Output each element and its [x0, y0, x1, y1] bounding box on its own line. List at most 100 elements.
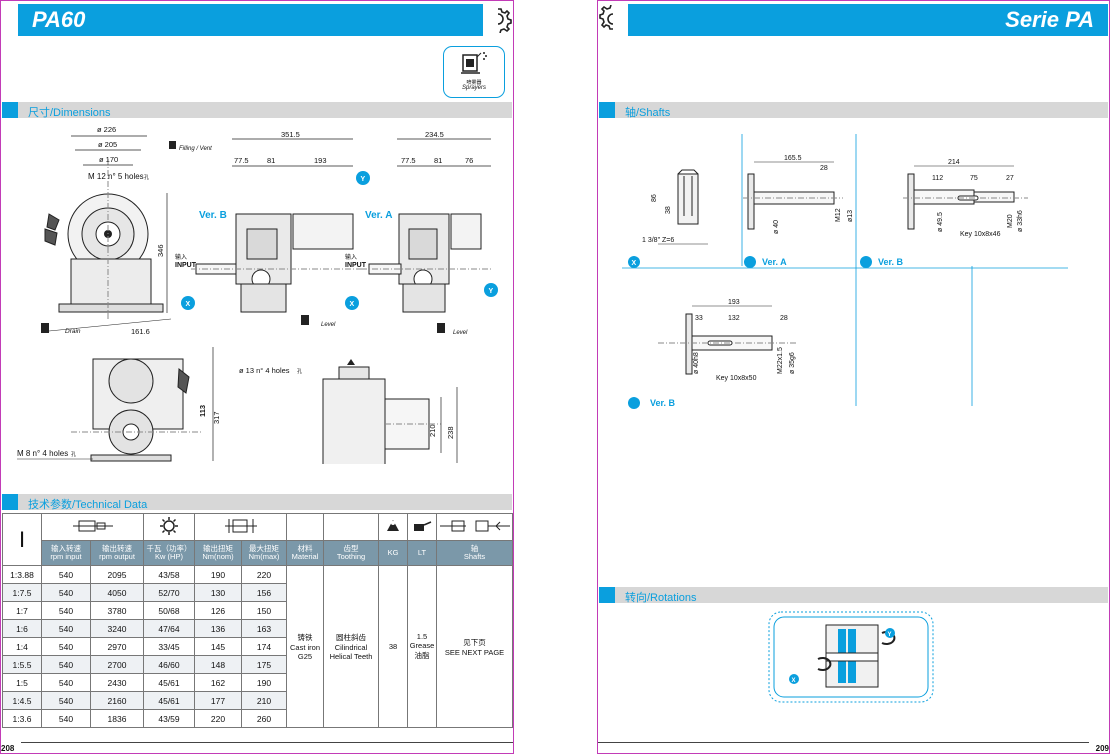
shaft-a-label: Ver. A — [762, 257, 787, 267]
x-marker-2-label: X — [350, 301, 355, 308]
section-technical-data: 技术参数/Technical Data — [2, 494, 512, 511]
ratio-cell: 1:7 — [2, 601, 42, 620]
shaft-x-drawing — [677, 169, 699, 225]
shaft-x-label: X — [632, 260, 637, 267]
technical-data-table: I — [2, 513, 513, 728]
value-cell: 45/61 — [143, 673, 195, 692]
rot-x-label: X — [792, 678, 796, 684]
section-dimensions: 尺寸/Dimensions — [2, 102, 512, 119]
sprayers-label: Sprayers — [461, 85, 486, 91]
dim-d317: 317 — [212, 411, 221, 424]
value-cell: 46/60 — [143, 655, 195, 674]
ratio-cell: 1:4.5 — [2, 691, 42, 710]
toothing-cell-text: 圆柱斜齿 — [336, 633, 366, 642]
col-ratio-header: I — [2, 513, 42, 566]
section-shafts-title: 轴/Shafts — [625, 107, 671, 119]
header-kg: KG — [378, 540, 408, 566]
label-filling: Filling / Vent — [179, 146, 212, 152]
dim-m8-holes-cn: 孔 — [71, 451, 76, 458]
title-bar-notch — [2, 4, 18, 36]
shaft-b2-key: Key 10x8x50 — [716, 375, 757, 382]
shaft-b2-d28: 28 — [780, 315, 788, 322]
value-cell: 156 — [241, 583, 287, 602]
shaft-ver-b2-drawing — [658, 313, 798, 375]
shaft-speed-icon — [41, 513, 144, 541]
input-label-2: INPUT — [345, 262, 367, 269]
oil-can-icon — [407, 513, 437, 541]
weight-cell: 38 — [378, 565, 408, 728]
header-power: 千瓦（功率）Kw (HP) — [143, 540, 195, 566]
shaft-b1-d27: 27 — [1006, 175, 1014, 182]
value-cell: 540 — [41, 691, 91, 710]
section-marker — [2, 102, 18, 118]
toothing-cell-text: Helical Teeth — [329, 652, 373, 661]
left-page: PA60 喷雾器 Sprayers 尺寸/Dimensions — [0, 0, 514, 754]
shaft-b1-d495: ø 49.5 — [937, 212, 944, 232]
shaft-x-spline: 1 3/8" Z=6 — [642, 237, 674, 244]
value-cell: 540 — [41, 583, 91, 602]
value-cell: 4050 — [90, 583, 144, 602]
gear-icon — [599, 5, 614, 30]
label-level-1: Level — [321, 322, 336, 328]
shaft-b1-d112: 112 — [932, 175, 943, 182]
table-icon-row: I — [2, 513, 513, 566]
label-ver-b: Ver. B — [199, 210, 227, 221]
shafts-cell-text: 见下页 — [463, 637, 486, 647]
input-label-cn-2: 输入 — [345, 253, 357, 261]
value-cell: 540 — [41, 673, 91, 692]
label-drain: Drain — [65, 328, 81, 335]
y-marker-1 — [356, 171, 370, 185]
value-cell: 33/45 — [143, 637, 195, 656]
gear-icon — [497, 8, 512, 33]
shaft-b2-label: Ver. B — [650, 398, 676, 408]
value-cell: 2430 — [90, 673, 144, 692]
shaft-b1-key: Key 10x8x46 — [960, 231, 1001, 238]
y-marker-1-label: Y — [361, 176, 366, 183]
ratio-cell: 1:7.5 — [2, 583, 42, 602]
value-cell: 145 — [194, 637, 242, 656]
shaft-a-d40: ø 40 — [773, 220, 780, 234]
value-cell: 162 — [194, 673, 242, 692]
value-cell: 148 — [194, 655, 242, 674]
section-marker — [599, 102, 615, 118]
value-cell: 190 — [194, 565, 242, 584]
input-label-cn-1: 输入 — [175, 253, 187, 261]
dim-d193: 193 — [314, 156, 327, 165]
level-icon-1 — [301, 315, 309, 325]
lubricant-cell-text: 1.5 — [416, 632, 428, 641]
value-cell: 540 — [41, 709, 91, 728]
ratio-cell: 1:3.6 — [2, 709, 42, 728]
value-cell: 540 — [41, 565, 91, 584]
value-cell: 177 — [194, 691, 242, 710]
ratio-cell: 1:6 — [2, 619, 42, 638]
shaft-b2-d35: ø 35g6 — [789, 352, 796, 374]
dimensions-drawing: ø 226 ø 205 ø 170 M 12 n° 5 holes 孔 346 … — [17, 125, 498, 464]
section-rotations-title: 转向/Rotations — [625, 592, 697, 604]
value-cell: 130 — [194, 583, 242, 602]
drain-icon — [41, 323, 49, 333]
label-ver-a: Ver. A — [365, 210, 392, 221]
shaft-b2-d33: 33 — [695, 315, 703, 322]
value-cell: 190 — [241, 673, 287, 692]
weight-icon — [378, 513, 408, 541]
shaft-a-d28: 28 — [820, 165, 828, 172]
title-bar: PA60 — [2, 4, 483, 36]
shaft-b1-d75: 75 — [970, 175, 978, 182]
dim-d113: 113 — [198, 405, 207, 417]
dim-d210: 210 — [428, 424, 437, 437]
dim-d205: ø 205 — [98, 140, 117, 149]
footer-line — [598, 742, 1089, 751]
section-technical-title: 技术参数/Technical Data — [28, 499, 148, 511]
